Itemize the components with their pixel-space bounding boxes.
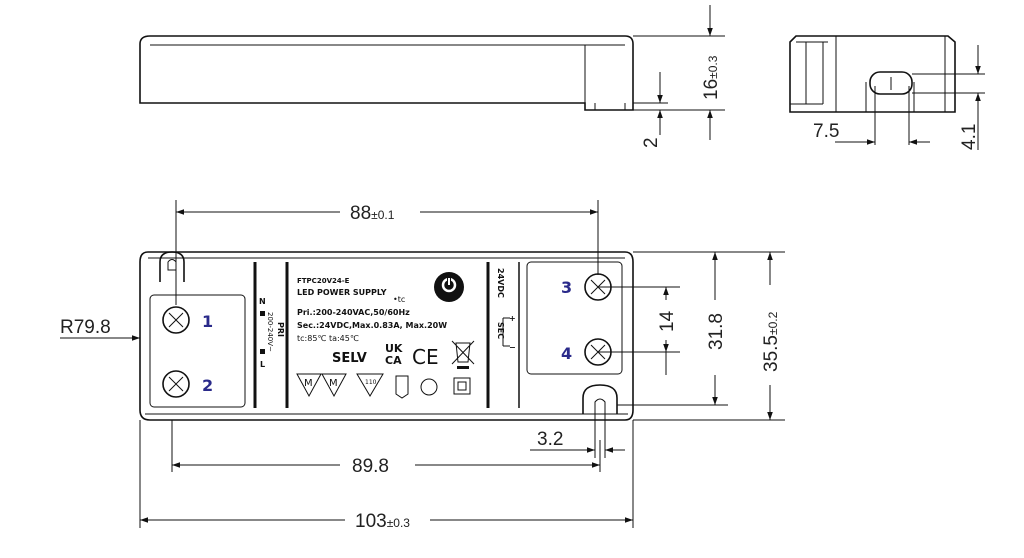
inner-width-dimension: 31.8 bbox=[706, 313, 727, 350]
shield-icon bbox=[395, 375, 409, 399]
connector-width-dimension: 7.5 bbox=[813, 121, 839, 142]
tc-point: •tc bbox=[393, 295, 405, 304]
sec-voltage: 24VDC bbox=[496, 268, 505, 298]
weee-bin-icon bbox=[451, 340, 475, 369]
temp-110-mark: 110 bbox=[365, 379, 377, 386]
sec-label: SEC bbox=[496, 322, 505, 339]
mount-spacing-dimension: 89.8 bbox=[352, 456, 389, 477]
top-view: 1 2 3 4 N L 200-240V~ PRI FTPC20V24-E LE… bbox=[60, 200, 785, 532]
screw-terminal-1 bbox=[162, 306, 190, 334]
mm-triangle-icons: M M 110 bbox=[296, 373, 384, 398]
model-text: FTPC20V24-E bbox=[297, 277, 350, 285]
width-dimension: 35.5±0.2 bbox=[761, 311, 782, 372]
terminal-label-4: 4 bbox=[561, 344, 572, 363]
pri-label: PRI bbox=[276, 322, 285, 337]
l-label: L bbox=[260, 360, 265, 369]
plus-sign: + bbox=[509, 314, 516, 323]
temperature-spec: tc:85℃ ta:45℃ bbox=[297, 334, 359, 343]
product-text: LED POWER SUPPLY bbox=[297, 288, 387, 297]
screw-terminal-2 bbox=[162, 370, 190, 398]
pri-voltage: 200-240V~ bbox=[266, 312, 274, 352]
double-insulation-icon bbox=[453, 377, 471, 395]
m-mark-2: M bbox=[329, 378, 338, 389]
terminal-label-3: 3 bbox=[561, 278, 572, 297]
luminaire-icon bbox=[420, 378, 438, 396]
ce-mark: CE bbox=[412, 345, 439, 369]
brand-logo bbox=[434, 272, 464, 302]
primary-spec: Pri.:200-240VAC,50/60Hz bbox=[297, 308, 410, 317]
radius-dimension: R79.8 bbox=[60, 317, 111, 338]
minus-sign: − bbox=[509, 343, 516, 352]
terminal-spacing-dimension: 14 bbox=[657, 310, 678, 332]
n-label: N bbox=[259, 297, 266, 306]
hole-spacing-dimension: 88±0.1 bbox=[350, 203, 395, 224]
side-view: 16±0.3 2 bbox=[139, 5, 725, 148]
ukca-mark-bottom: CA bbox=[385, 354, 402, 367]
slot-dimension: 3.2 bbox=[537, 429, 563, 450]
m-mark-1: M bbox=[304, 378, 313, 389]
connector-height-dimension: 4.1 bbox=[959, 124, 980, 150]
secondary-spec: Sec.:24VDC,Max.0.83A, Max.20W bbox=[297, 321, 447, 330]
length-dimension: 103±0.3 bbox=[355, 511, 410, 532]
ukca-mark: UK bbox=[385, 342, 403, 355]
product-label: N L 200-240V~ PRI FTPC20V24-E LED POWER … bbox=[253, 262, 520, 408]
terminal-label-2: 2 bbox=[202, 376, 213, 395]
terminal-label-1: 1 bbox=[202, 312, 213, 331]
foot-dimension: 2 bbox=[641, 137, 662, 148]
height-dimension: 16±0.3 bbox=[701, 55, 722, 100]
end-view: 7.5 4.1 bbox=[789, 35, 985, 150]
selv-mark: SELV bbox=[332, 351, 367, 366]
